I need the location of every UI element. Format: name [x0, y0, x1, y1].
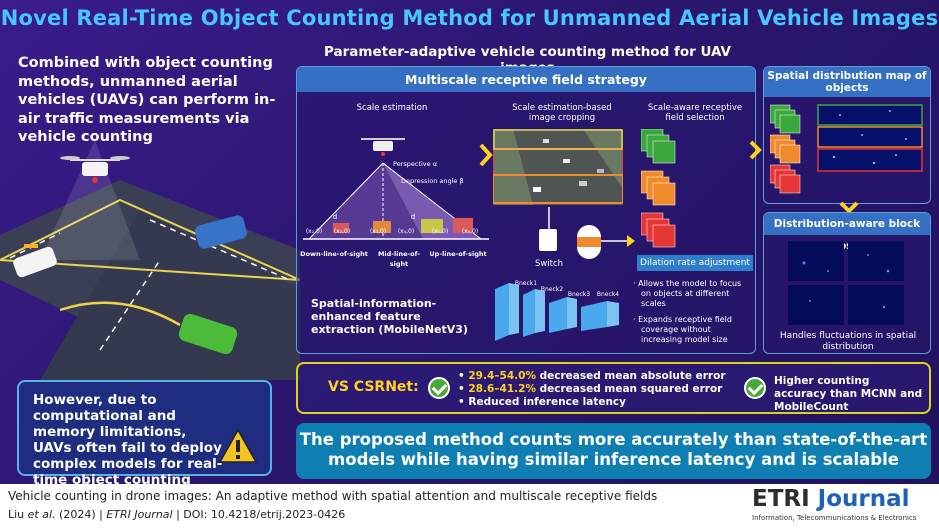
spatial-map-panel: Spatial distribution map of objects	[763, 66, 931, 204]
bullet-1: · Allows the model to focus on objects a…	[633, 279, 742, 308]
bneck4-label: Bneck4	[596, 291, 620, 298]
police-car-icon	[13, 244, 57, 278]
dilation-bullets: · Allows the model to focus on objects a…	[633, 279, 753, 351]
block-loss-caption: Handles fluctuations in spatial distribu…	[779, 331, 917, 352]
d1-label: d	[332, 213, 338, 221]
chevron-down-icon	[839, 201, 859, 213]
vs-label: VS CSRNet:	[328, 379, 419, 395]
bneck1-label: Bneck1	[514, 280, 538, 287]
result-mse: • 28.6–41.2% decreased mean squared erro…	[458, 383, 723, 395]
coord-3: (x₃,0)	[369, 228, 387, 235]
conclusion-box: The proposed method counts more accurate…	[296, 423, 931, 479]
page-title: Novel Real-Time Object Counting Method f…	[0, 6, 939, 30]
up-sight-label: Up-line-of-sight	[429, 250, 487, 258]
feature-extraction-label: Spatial-information-enhanced feature ext…	[311, 297, 468, 336]
uav-drone-icon	[60, 156, 130, 183]
perspective-label: Perspective α	[393, 160, 437, 168]
bneck3-label: Bneck3	[567, 291, 591, 298]
uav-road-scene	[0, 140, 300, 380]
dilation-button: Dilation rate adjustment	[637, 255, 753, 271]
chevron-right-icon-2	[749, 140, 762, 160]
depression-label: Depression angle β	[401, 177, 464, 185]
coord-2: (x₂,0)	[333, 228, 351, 235]
check-icon	[428, 377, 450, 399]
bullet-2: · Expands receptive field coverage witho…	[633, 315, 732, 344]
scale-estimation-diagram	[303, 138, 489, 240]
coord-6: (x₆,0)	[461, 228, 479, 235]
journal-logo: ETRI Journal	[752, 486, 910, 512]
aerial-image	[493, 129, 623, 205]
coord-1: (x₁,0)	[305, 228, 323, 235]
chevron-right-icon	[479, 143, 493, 167]
limitation-box: However, due to computational and memory…	[17, 380, 272, 488]
scale-drone-icon	[361, 138, 405, 156]
result-latency: • Reduced inference latency	[458, 396, 626, 408]
switch-label: Switch	[534, 259, 564, 269]
block-loss-grid	[788, 241, 904, 325]
limitation-text: However, due to computational and memory…	[33, 392, 223, 488]
vs-results: • 29.4–54.0% decreased mean absolute err…	[458, 370, 726, 409]
scale-estimation-label: Scale estimation	[356, 103, 428, 113]
mid-sight-label: Mid-line-of-sight	[377, 250, 421, 268]
warning-icon	[218, 428, 258, 463]
cropping-label: Scale estimation-based image cropping	[512, 103, 612, 123]
bneck-blocks	[495, 283, 619, 341]
check-icon-2	[744, 377, 766, 399]
bneck2-label: Bneck2	[540, 286, 564, 293]
intro-text: Combined with object counting methods, u…	[18, 55, 276, 145]
result-mae: • 29.4–54.0% decreased mean absolute err…	[458, 370, 726, 382]
coord-4: (x₄,0)	[397, 228, 415, 235]
block-loss-header: Distribution-aware block loss	[764, 213, 930, 252]
coord-5: (x₅,0)	[431, 228, 449, 235]
receptive-field-stack	[641, 129, 676, 248]
multiscale-header: Multiscale receptive field strategy	[297, 67, 755, 92]
multiscale-panel: Multiscale receptive field strategy Scal…	[296, 66, 756, 354]
switch-flow	[539, 207, 635, 259]
down-sight-label: Down-line-of-sight	[300, 250, 368, 258]
green-car-icon	[178, 313, 238, 355]
footer: Vehicle counting in drone images: An ada…	[0, 484, 939, 528]
blue-car-icon	[195, 215, 247, 249]
spatial-map-visual	[770, 104, 923, 194]
citation: Liu et al. (2024) | ETRI Journal | DOI: …	[8, 508, 346, 521]
comparison-box: VS CSRNet: • 29.4–54.0% decreased mean a…	[296, 362, 931, 414]
spatial-map-header: Spatial distribution map of objects	[764, 67, 930, 97]
d2-label: d	[410, 213, 416, 221]
other-result: Higher counting accuracy than MCNN and M…	[774, 375, 923, 413]
block-loss-panel: Distribution-aware block loss Handles fl…	[763, 212, 931, 354]
paper-title: Vehicle counting in drone images: An ada…	[8, 489, 658, 503]
journal-logo-subtitle: Information, Telecommunications & Electr…	[752, 514, 917, 522]
selection-label: Scale-aware receptive field selection	[647, 103, 743, 123]
